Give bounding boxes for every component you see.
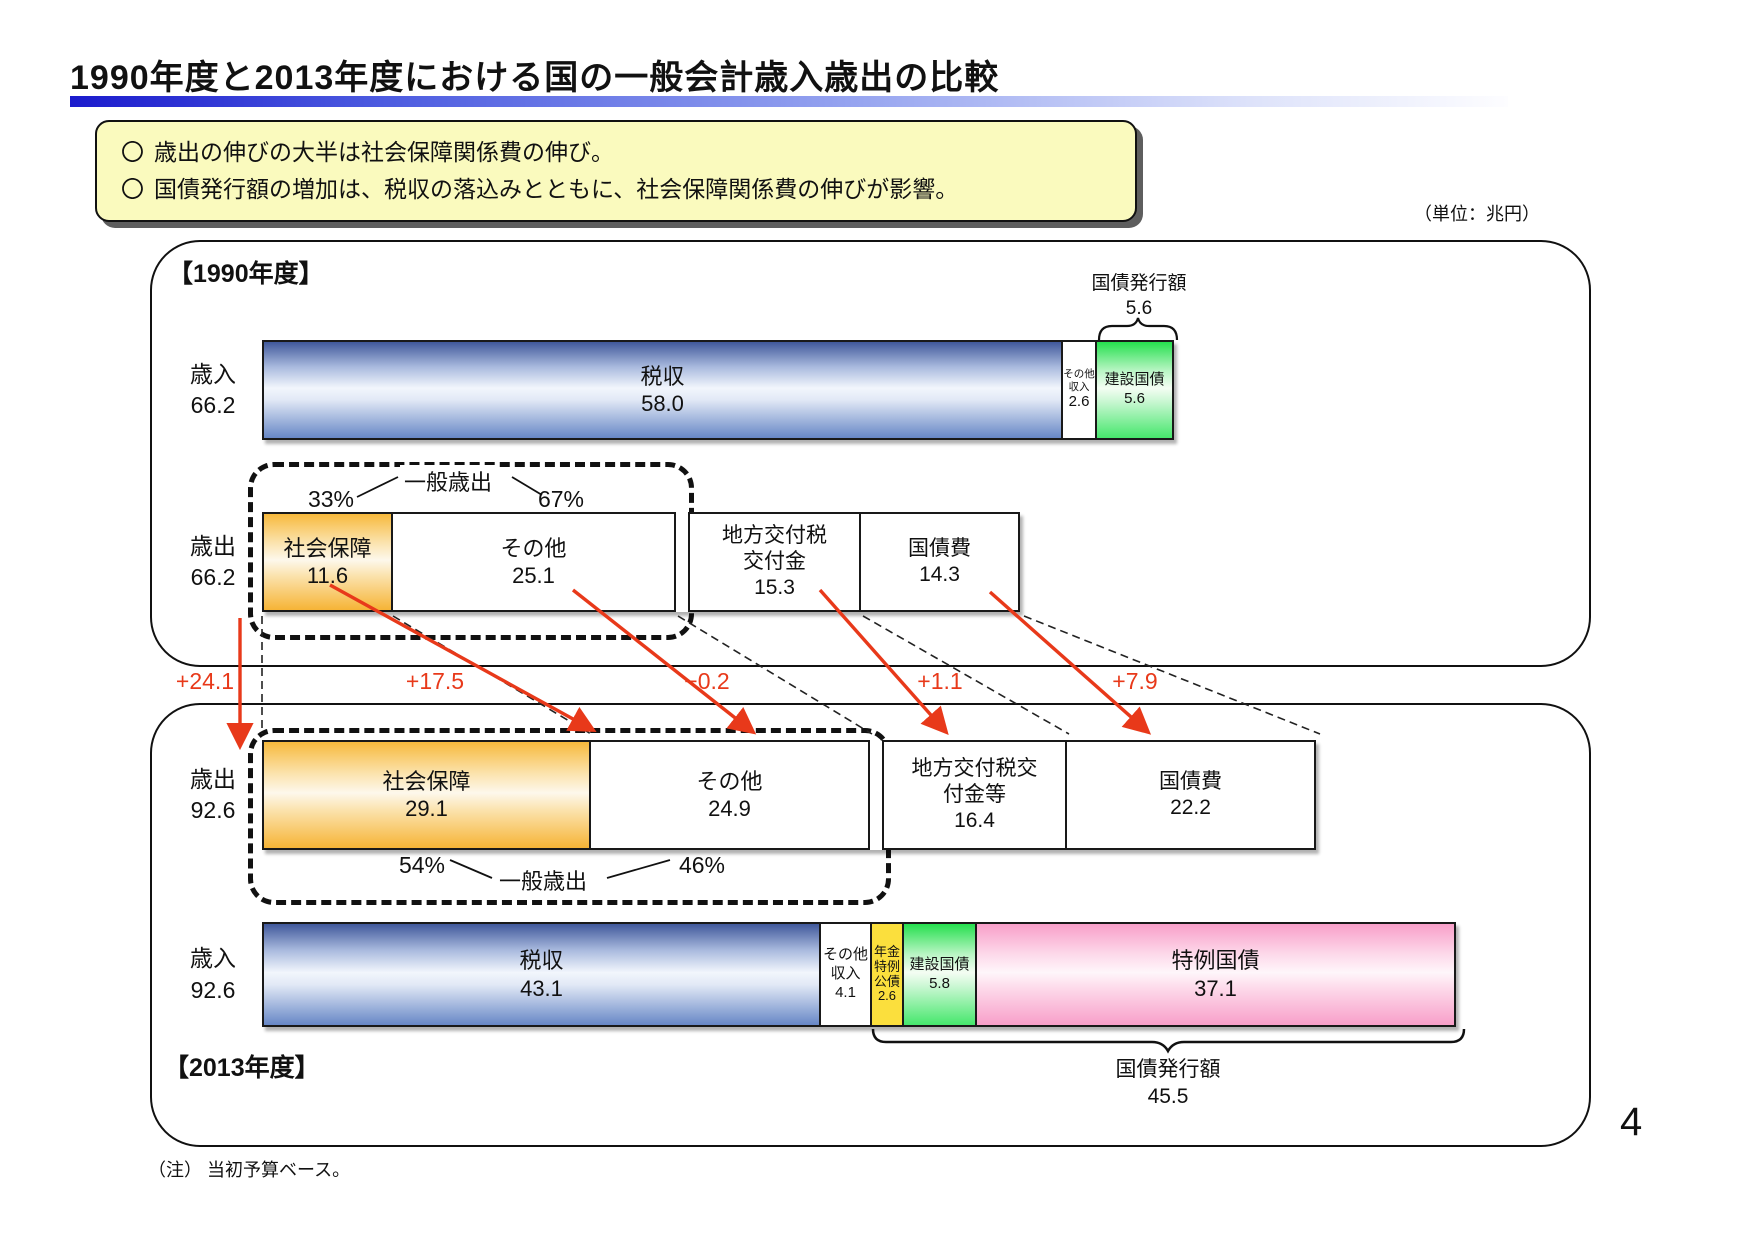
segment-label: 建設国債	[909, 955, 970, 973]
bond-issuance-title: 国債発行額	[1115, 1058, 1221, 1081]
fy2013-other-share: 46%	[678, 852, 726, 878]
callout-bullet-2: 〇国債発行額の増加は、税収の落込みとともに、社会保障関係費の伸びが影響。	[121, 171, 1111, 208]
segment-label: 社会保障	[382, 768, 471, 794]
segment-social-security-1990: 社会保障 11.6	[262, 512, 393, 612]
bond-issuance-value: 5.6	[1125, 297, 1153, 319]
segment-debt-service-2013: 国債費 22.2	[1065, 740, 1316, 850]
change-local-allocation-tax: +1.1	[917, 668, 963, 694]
circle-bullet-icon: 〇	[121, 175, 144, 202]
segment-construction-bonds-2013: 建設国債 5.8	[902, 922, 977, 1027]
segment-value: 4.1	[835, 983, 856, 1001]
segment-label: 社会保障	[283, 535, 372, 561]
segment-construction-bonds-1990: 建設国債 5.6	[1095, 340, 1174, 440]
segment-value: 5.6	[1124, 390, 1145, 407]
segment-value: 43.1	[520, 975, 563, 1001]
fy2013-expenditure-bar: 社会保障 29.1 その他 24.9 地方交付税交付金等 16.4 国債費 22…	[262, 740, 1316, 850]
row-label-text: 歳出	[190, 765, 236, 792]
segment-debt-service-1990: 国債費 14.3	[859, 512, 1020, 612]
segment-value: 37.1	[1194, 975, 1237, 1001]
segment-value: 25.1	[512, 563, 555, 588]
row-label-text: 歳出	[190, 532, 236, 559]
fy2013-period-label: 【2013年度】	[164, 1054, 320, 1082]
segment-other-revenue-2013: その他収入 4.1	[819, 922, 872, 1027]
change-debt-service: +7.9	[1112, 668, 1158, 694]
segment-label: 国債費	[908, 536, 971, 560]
fy1990-bond-issuance-label: 国債発行額 5.6	[1078, 272, 1200, 321]
circle-bullet-icon: 〇	[121, 139, 144, 165]
segment-value: 2.6	[877, 988, 897, 1004]
segment-label: その他	[500, 535, 567, 561]
fy1990-revenue-bar: 税収 58.0 その他収入 2.6 建設国債 5.6	[262, 340, 1174, 440]
segment-label: 税収	[519, 948, 564, 973]
title-underline	[70, 96, 1508, 107]
segment-value: 11.6	[306, 563, 349, 588]
bond-issuance-value: 45.5	[1147, 1085, 1189, 1109]
row-total: 92.6	[190, 976, 236, 1003]
change-other: −0.2	[684, 668, 730, 694]
segment-label: 地方交付税交付金	[722, 523, 827, 573]
segment-label: 地方交付税交付金等	[911, 756, 1038, 806]
segment-value: 5.8	[929, 974, 950, 992]
callout-box: 〇歳出の伸びの大半は社会保障関係費の伸び。 〇国債発行額の増加は、税収の落込みと…	[95, 120, 1137, 222]
segment-value: 2.6	[1068, 393, 1090, 411]
segment-local-allocation-tax-1990: 地方交付税交付金 15.3	[688, 512, 861, 612]
fy1990-period-label: 【1990年度】	[168, 260, 324, 288]
segment-tax-revenue-2013: 税収 43.1	[262, 922, 821, 1027]
fy2013-expenditure-row-label: 歳出 92.6	[170, 740, 256, 850]
segment-value: 15.3	[754, 576, 795, 600]
fy2013-general-expenditure-label: 一般歳出	[495, 864, 592, 896]
segment-other-revenue-1990: その他収入 2.6	[1061, 340, 1097, 440]
segment-value: 58.0	[641, 391, 684, 416]
segment-label: その他収入	[822, 946, 868, 983]
change-social-security: +17.5	[405, 668, 465, 694]
segment-value: 24.9	[708, 796, 751, 821]
segment-tax-revenue-1990: 税収 58.0	[262, 340, 1063, 440]
change-total-expenditure: +24.1	[175, 668, 235, 694]
unit-note: （単位：兆円）	[1414, 204, 1540, 224]
segment-other-expenditure-1990: その他 25.1	[391, 512, 676, 612]
row-total: 66.2	[190, 564, 236, 590]
callout-text-1: 歳出の伸びの大半は社会保障関係費の伸び。	[154, 139, 614, 165]
row-label-text: 歳入	[190, 360, 236, 387]
fy2013-revenue-row-label: 歳入 92.6	[170, 922, 256, 1027]
row-total: 66.2	[190, 392, 236, 418]
segment-value: 29.1	[405, 796, 448, 821]
row-total: 92.6	[190, 797, 236, 823]
fy2013-bond-issuance-label: 国債発行額 45.5	[1068, 1056, 1268, 1111]
callout-bullet-1: 〇歳出の伸びの大半は社会保障関係費の伸び。	[121, 134, 1111, 171]
segment-label: その他	[696, 768, 763, 794]
segment-other-expenditure-2013: その他 24.9	[589, 740, 870, 850]
segment-label: 年金特例公債	[873, 943, 900, 989]
fy1990-expenditure-row-label: 歳出 66.2	[170, 512, 256, 612]
segment-label: 特例国債	[1171, 948, 1260, 973]
segment-social-security-2013: 社会保障 29.1	[262, 740, 591, 850]
segment-local-allocation-tax-2013: 地方交付税交付金等 16.4	[882, 740, 1067, 850]
segment-label: 国債費	[1159, 769, 1222, 793]
segment-label: 税収	[640, 363, 685, 389]
callout-text-2: 国債発行額の増加は、税収の落込みとともに、社会保障関係費の伸びが影響。	[154, 175, 959, 202]
fy1990-other-share: 67%	[537, 486, 585, 512]
segment-pension-special-bonds-2013: 年金特例公債 2.6	[870, 922, 904, 1027]
page-title: 1990年度と2013年度における国の一般会計歳入歳出の比較	[70, 59, 1000, 97]
fy1990-revenue-row-label: 歳入 66.2	[170, 340, 256, 440]
page-number: 4	[1620, 1100, 1643, 1144]
fy2013-revenue-bar: 税収 43.1 その他収入 4.1 年金特例公債 2.6 建設国債 5.8 特例…	[262, 922, 1456, 1027]
segment-label: その他収入	[1063, 368, 1095, 393]
segment-special-deficit-bonds-2013: 特例国債 37.1	[975, 922, 1456, 1027]
fy1990-general-expenditure-label: 一般歳出	[400, 465, 497, 497]
fy1990-social-security-share: 33%	[307, 486, 355, 512]
segment-value: 14.3	[919, 563, 960, 586]
segment-value: 16.4	[954, 809, 995, 833]
row-label-text: 歳入	[190, 945, 236, 972]
footnote: （注） 当初予算ベース。	[148, 1160, 351, 1180]
segment-value: 22.2	[1170, 796, 1211, 819]
fy2013-social-security-share: 54%	[398, 852, 446, 878]
bond-issuance-title: 国債発行額	[1091, 273, 1187, 294]
segment-label: 建設国債	[1104, 371, 1165, 389]
fy1990-expenditure-bar: 社会保障 11.6 その他 25.1 地方交付税交付金 15.3 国債費 14.…	[262, 512, 1020, 612]
bar-gap	[676, 512, 688, 612]
bar-gap	[870, 740, 882, 850]
